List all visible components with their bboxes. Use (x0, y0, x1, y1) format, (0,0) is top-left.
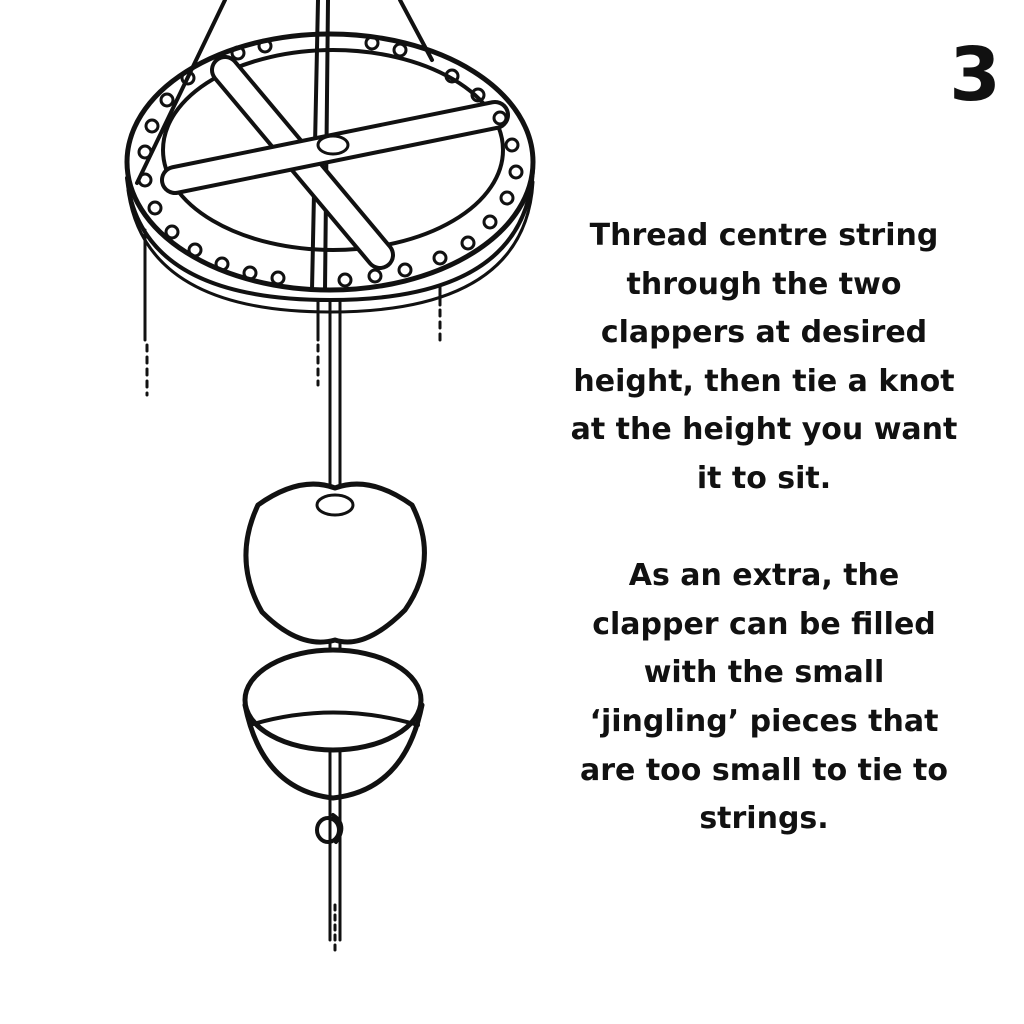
ring-hole (242, 265, 258, 281)
ring-hole (482, 214, 498, 230)
ring-hole (137, 172, 153, 188)
instruction-line: through the two (626, 266, 902, 302)
instruction-text: Thread centre string through the two cla… (560, 212, 968, 844)
upper-clapper (243, 481, 427, 645)
instruction-line: height, then tie a knot (573, 363, 955, 399)
ring-hole (257, 38, 273, 54)
ring-hole (144, 118, 160, 134)
ring-hole (367, 268, 383, 284)
ring-hole (504, 137, 520, 153)
cross-brace-b-fill (164, 104, 506, 191)
ring-hole (508, 164, 524, 180)
ring-holes (137, 35, 524, 288)
instruction-line: with the small (643, 655, 885, 691)
string-knot (315, 816, 341, 844)
upper-clapper-hole (315, 493, 355, 517)
ring-hole (159, 92, 175, 108)
ring-disc-outer (124, 31, 536, 293)
ring-hole (137, 144, 153, 160)
ring-hole (492, 110, 508, 126)
instruction-line: it to sit. (696, 460, 832, 496)
ring-hole (470, 87, 486, 103)
instruction-line: clapper can be filled (592, 606, 936, 642)
instruction-line: Thread centre string (589, 218, 939, 253)
ring-hole (147, 200, 163, 216)
ring-hole (270, 270, 286, 286)
ring-hole (364, 35, 380, 51)
ring-hole (460, 235, 476, 251)
instruction-line: ‘jingling’ pieces that (589, 703, 939, 739)
instruction-line: clappers at desired (600, 315, 928, 351)
lower-clapper-bowl (242, 702, 425, 801)
ring-hole (180, 70, 196, 86)
ring-hole (230, 45, 246, 61)
ring-disc-inner (161, 48, 505, 252)
ring-hole (432, 250, 448, 266)
paragraph-gap (560, 504, 968, 553)
ring-hole (499, 190, 515, 206)
ring-hole (392, 42, 408, 58)
ring-hole (214, 256, 230, 272)
instruction-line: strings. (699, 801, 829, 837)
instruction-line: are too small to tie to (580, 752, 948, 788)
lower-clapper-inner-edge (248, 710, 420, 727)
ring-hole (337, 272, 353, 288)
instruction-line: at the height you want (570, 412, 958, 448)
instruction-line: As an extra, the (628, 558, 900, 594)
ring-hole (187, 242, 203, 258)
step-number: 3 (949, 32, 1001, 118)
center-hole (316, 134, 350, 156)
string-knot-loop (331, 813, 344, 844)
ring-hole (397, 262, 413, 278)
ring-hole (444, 68, 460, 84)
lower-clapper-rim (242, 647, 424, 753)
ring-hole (164, 224, 180, 240)
